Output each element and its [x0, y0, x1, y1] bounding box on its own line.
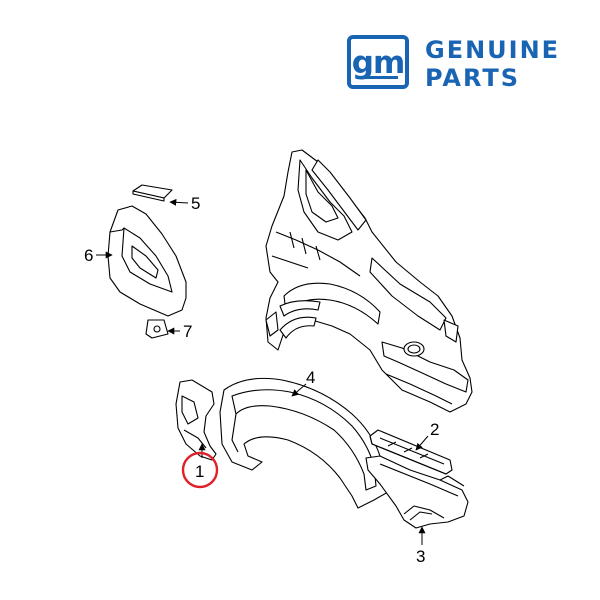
callout-1: 1 — [195, 462, 204, 481]
gm-logo-underline — [362, 76, 398, 79]
gm-genuine-parts-logo: gm GENUINE PARTS — [347, 35, 577, 91]
part-5-strip — [132, 184, 173, 202]
part-3-lower-molding — [365, 455, 469, 529]
part-1-splash-shield — [175, 379, 217, 461]
callout-7: 7 — [183, 322, 192, 341]
gm-logo-text: gm — [351, 45, 405, 81]
leader-lines — [96, 198, 429, 545]
part-4-wheel-flare — [219, 377, 389, 509]
part-2-rocker-molding — [369, 429, 453, 475]
leader-2 — [415, 435, 429, 451]
leader-5 — [169, 198, 189, 206]
callout-6: 6 — [84, 246, 93, 265]
part-7-clip — [145, 319, 169, 339]
callout-5: 5 — [191, 194, 200, 213]
brand-line-parts: PARTS — [425, 64, 521, 92]
part-6-trim-panel — [107, 205, 187, 317]
callout-4: 4 — [306, 368, 315, 387]
highlight-ring — [181, 451, 219, 489]
quarter-panel-assembly — [265, 149, 473, 413]
callout-3: 3 — [416, 547, 425, 566]
callout-2: 2 — [430, 420, 439, 439]
leader-4 — [291, 383, 307, 397]
gm-logo-mark: gm — [347, 35, 409, 89]
brand-line-genuine: GENUINE — [425, 36, 561, 64]
